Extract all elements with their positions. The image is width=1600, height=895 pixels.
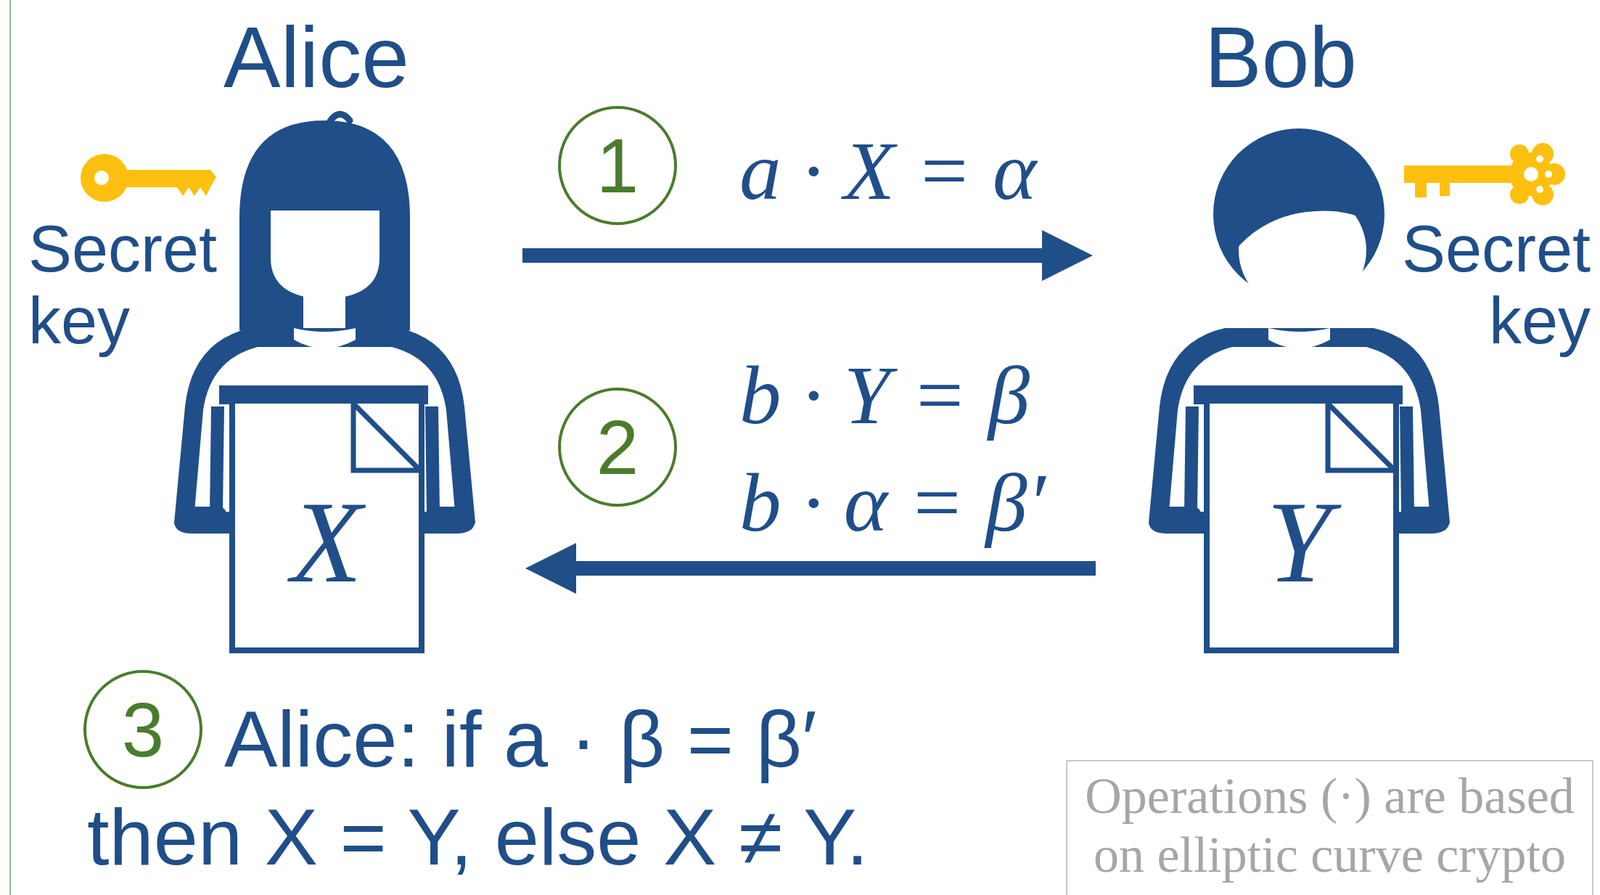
step-circle: 1: [556, 104, 679, 227]
person-name: Alice: [223, 14, 410, 101]
key-label: Secret key: [28, 213, 239, 358]
person-head: [1213, 128, 1385, 313]
message-arrow: [573, 560, 1096, 576]
document-variable: Y: [1266, 483, 1332, 601]
step-number: 1: [596, 127, 639, 204]
step-circle: 2: [556, 386, 679, 508]
person-figure: AliceSecret keyX: [21, 10, 523, 657]
person-head: [239, 113, 410, 342]
message-equation: b · Y = β: [739, 353, 1030, 437]
person-body: [174, 290, 476, 651]
step-number: 2: [596, 409, 639, 486]
person-body: [1148, 304, 1450, 651]
key-icon: [1404, 142, 1566, 206]
step-number: 3: [121, 691, 164, 768]
note-text: Operations (·) are based on elliptic cur…: [1076, 766, 1584, 884]
circle-outline: [559, 107, 676, 224]
person-name: Bob: [1204, 14, 1357, 101]
message-equation: a · X = α: [739, 129, 1037, 213]
protocol-step-text: Alice: if a · β = β′ then X = Y, else X …: [87, 689, 958, 886]
person-figure: BobSecret keyY: [1095, 10, 1597, 657]
step-circle: 3: [81, 668, 204, 791]
key-icon: [80, 153, 217, 202]
note-box: Operations (·) are based on elliptic cur…: [1065, 759, 1594, 895]
circle-outline: [559, 388, 676, 506]
document-variable: X: [290, 483, 363, 601]
frame-line: [9, 0, 11, 895]
circle-outline: [84, 671, 201, 788]
message-equation: b · α = β′: [739, 460, 1046, 545]
key-label: Secret key: [1380, 213, 1591, 358]
message-arrow: [522, 248, 1045, 263]
